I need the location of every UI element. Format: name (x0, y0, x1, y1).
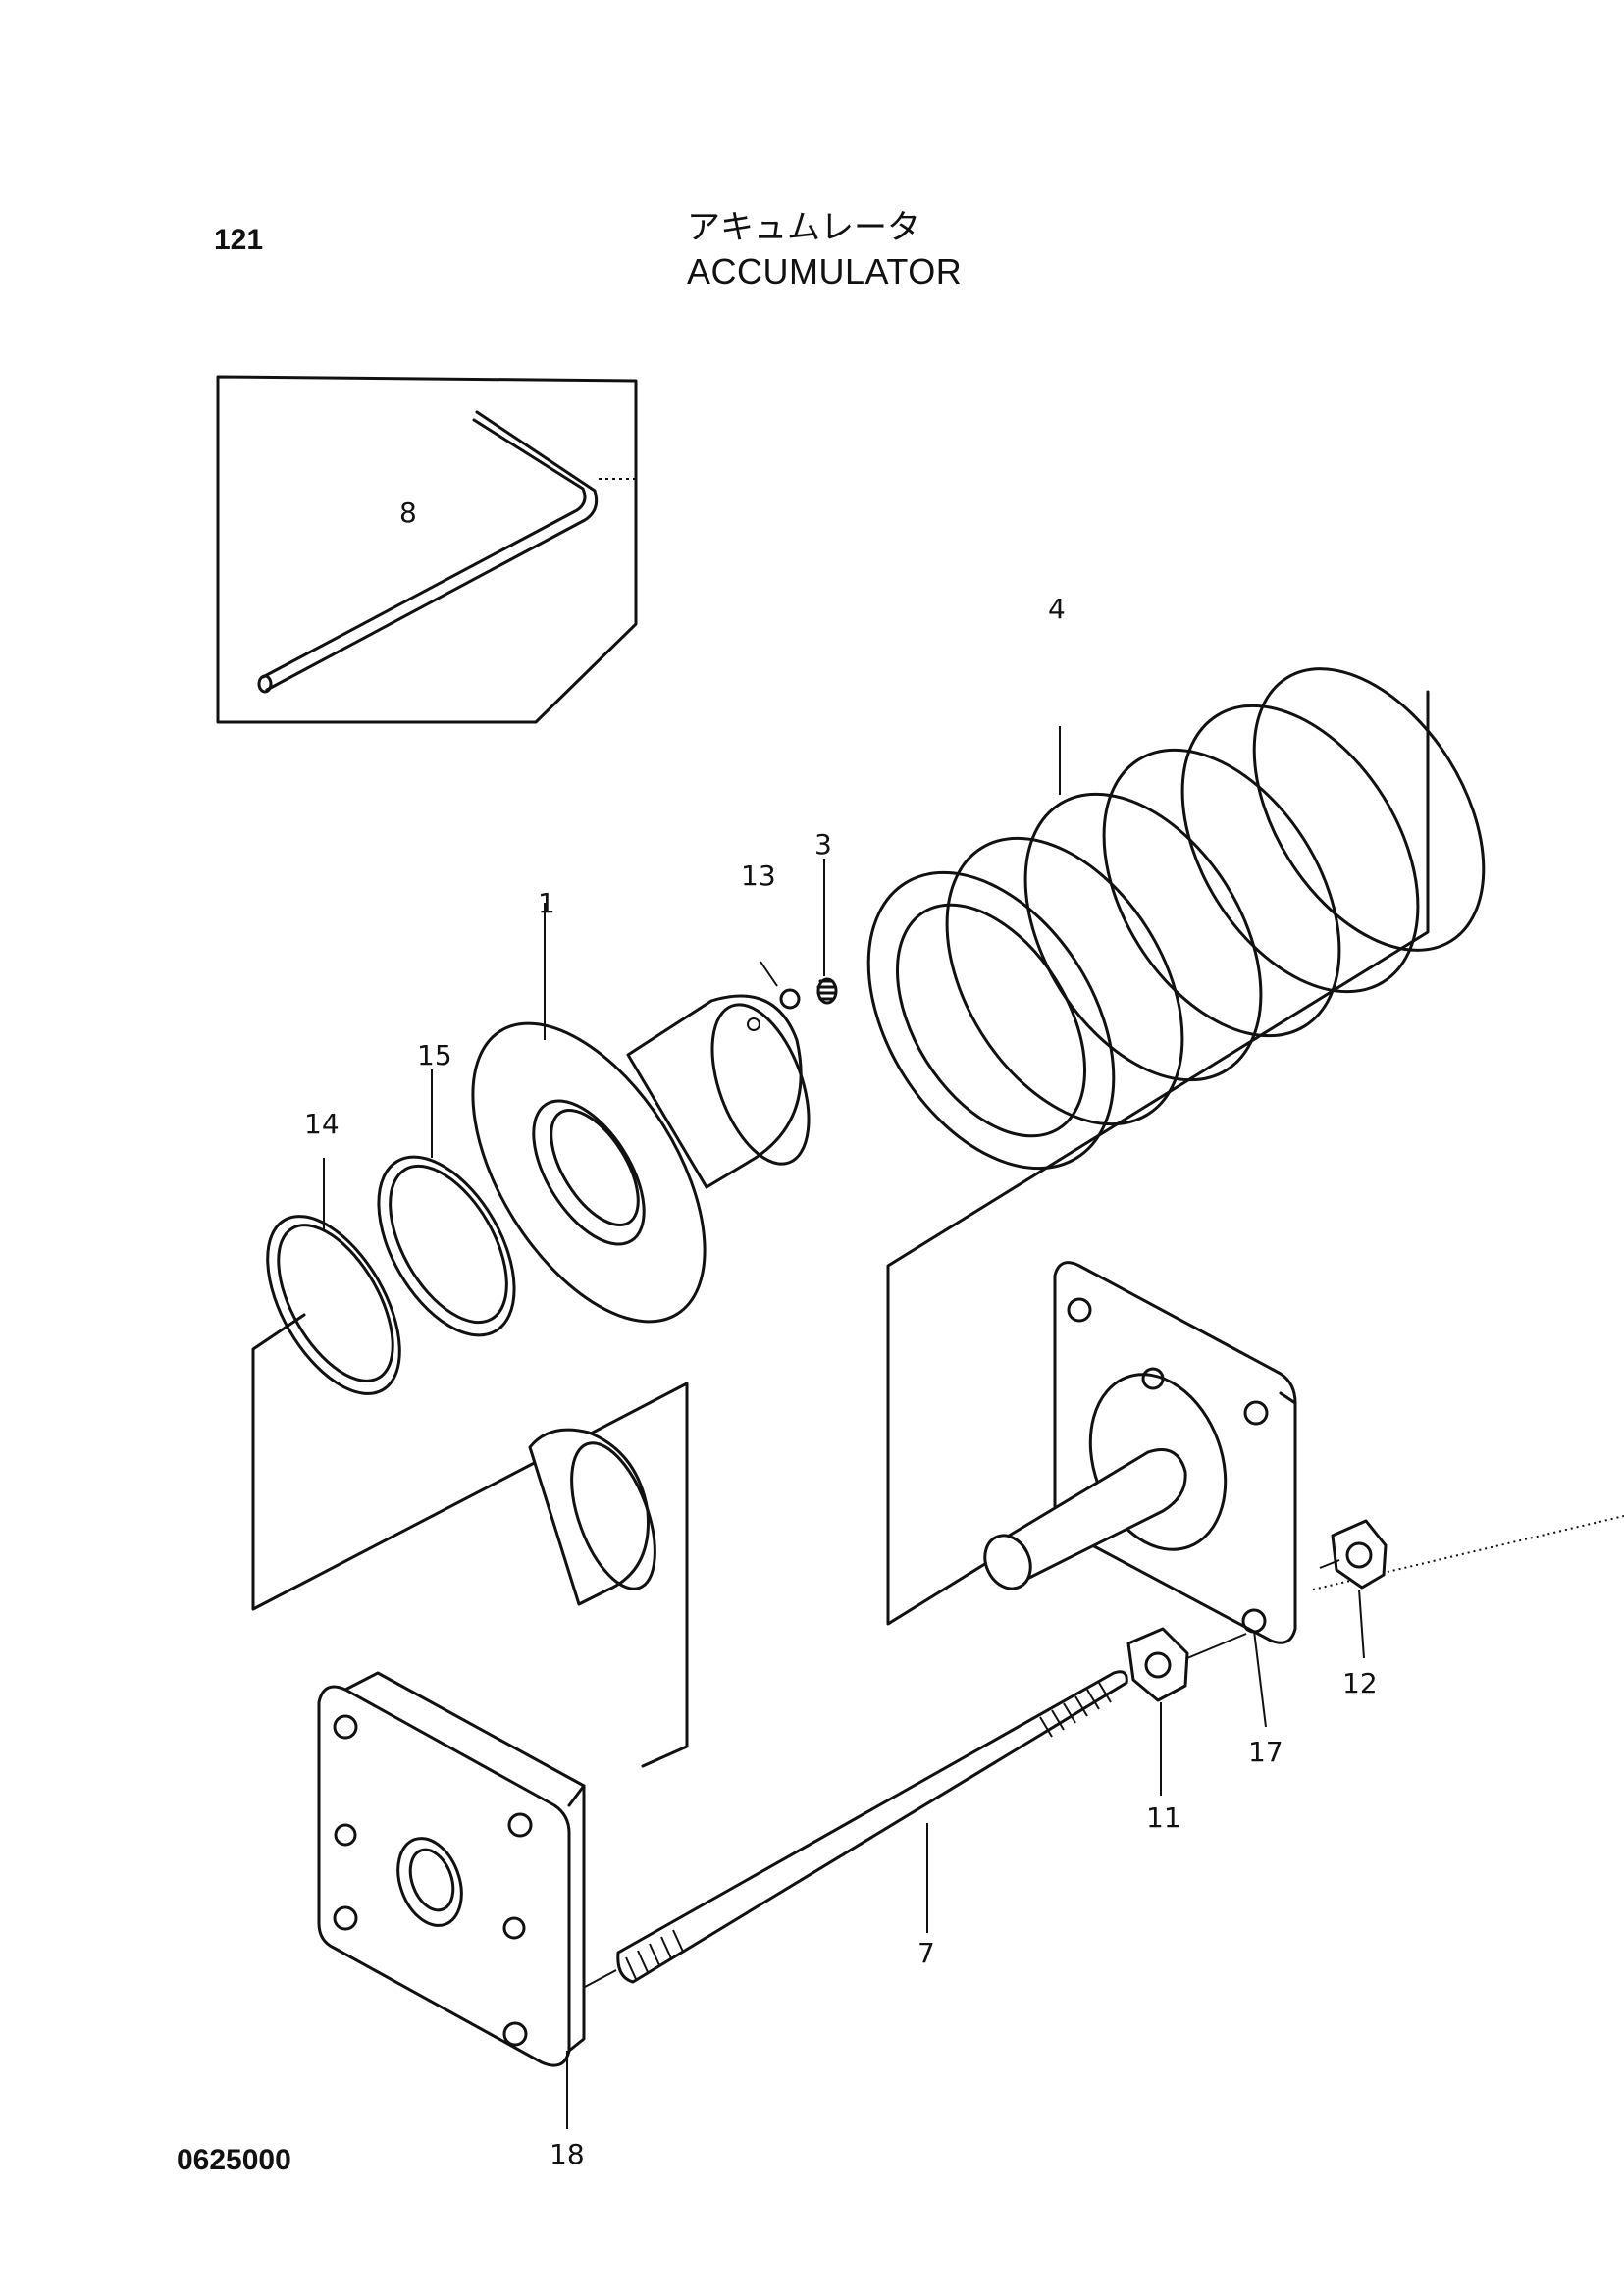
callout-18: 18 (550, 2138, 585, 2170)
callout-8: 8 (399, 496, 417, 529)
o-ring-part (266, 1158, 401, 1395)
title-japanese: アキュムレータ (687, 208, 920, 247)
assembly-plane-left (251, 1313, 689, 1768)
callout-7: 7 (917, 1937, 935, 1969)
page-number: 121 (214, 224, 264, 256)
title-english: ACCUMULATOR (687, 251, 963, 291)
callout-11: 11 (1146, 1801, 1181, 1834)
document-code: 0625000 (177, 2144, 291, 2176)
upper-plate-part (983, 1261, 1624, 1728)
stud-bolt-part (584, 1670, 1128, 1988)
callout-17: 17 (1248, 1736, 1283, 1768)
callout-1: 1 (538, 887, 555, 919)
backup-ring-part (377, 1069, 516, 1337)
nut-11-part (1126, 1627, 1247, 1796)
ball-part (760, 961, 801, 1010)
nut-12-part (1319, 1519, 1388, 1659)
callout-13: 13 (741, 860, 776, 892)
callout-3: 3 (814, 828, 832, 860)
coil-spring-part (866, 667, 1486, 1171)
callout-12: 12 (1342, 1667, 1378, 1699)
page-title: アキュムレータ ACCUMULATOR (687, 206, 962, 294)
piston-part (471, 903, 811, 1324)
lower-cover-part (317, 1428, 656, 2129)
callout-14: 14 (304, 1108, 340, 1140)
inset-box-hex-key (216, 375, 638, 724)
set-screw-part (816, 859, 838, 1005)
hex-key-part (257, 410, 636, 694)
callout-4: 4 (1048, 593, 1066, 625)
callout-15: 15 (417, 1039, 452, 1071)
